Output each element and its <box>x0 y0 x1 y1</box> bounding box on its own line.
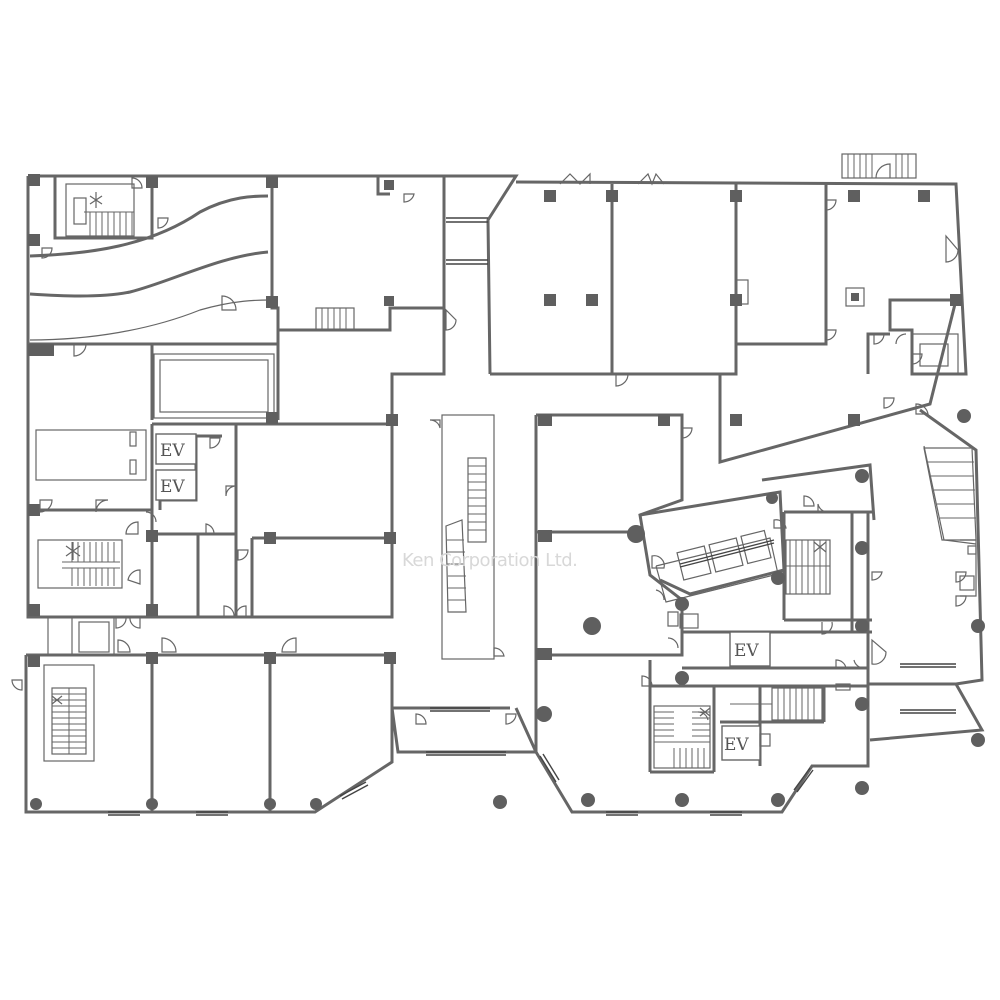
room-box-2 <box>35 429 147 481</box>
stair-enclosure-sw <box>43 664 95 762</box>
fixture-2 <box>129 459 137 475</box>
elevator-3: EV <box>729 631 771 667</box>
elevator-4: EV <box>721 725 761 761</box>
elevator-2: EV <box>155 469 197 501</box>
elevator-label-1: EV <box>160 441 185 461</box>
elevator-label-2: EV <box>160 477 185 497</box>
stair-arrows <box>51 192 827 717</box>
central-walls <box>390 174 539 754</box>
watermark-text: Ken Corporation Ltd. <box>402 550 577 571</box>
stair-central-north <box>315 307 355 331</box>
elevator-label-3: EV <box>734 641 759 661</box>
stair-east-edge <box>923 447 977 541</box>
stair-atrium <box>445 457 487 613</box>
stair-sw <box>51 687 87 755</box>
elevator-1: EV <box>155 433 197 465</box>
shaft-box <box>78 621 110 653</box>
square-columns <box>28 174 962 667</box>
round-columns <box>30 409 985 810</box>
southeast-block-walls <box>534 408 985 814</box>
stair-top-right <box>841 153 917 179</box>
stair-southeast-2 <box>730 687 823 721</box>
room-box-1-outer <box>153 353 275 419</box>
fixture-1 <box>129 431 137 447</box>
doors <box>11 172 967 747</box>
southwest-block-walls <box>24 617 394 814</box>
stair-west-mid <box>37 539 123 589</box>
parking-ramp <box>29 194 271 341</box>
stair-east-mid <box>785 539 831 595</box>
stair-southeast <box>653 705 711 769</box>
room-box-1 <box>159 359 269 413</box>
northeast-block-walls <box>490 180 968 464</box>
windows <box>108 217 956 816</box>
stair-nw <box>65 183 135 237</box>
elevator-label-4: EV <box>724 735 749 755</box>
